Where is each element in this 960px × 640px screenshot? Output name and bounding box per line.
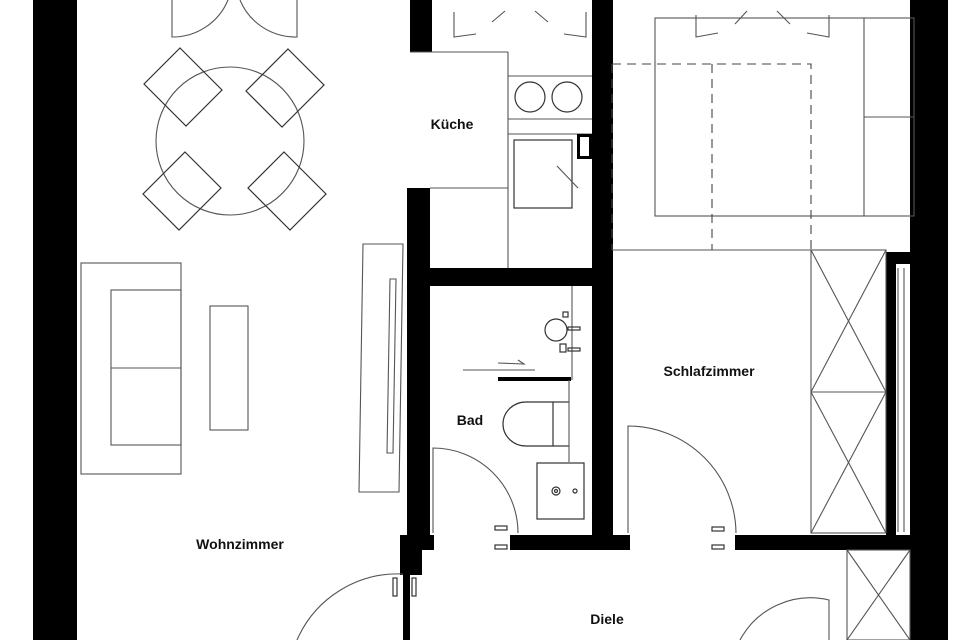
hall-wardrobe [846,549,911,640]
bedroom-wall-right-cap [886,252,912,264]
coffee-table [209,305,249,431]
door-bath [432,447,519,550]
tv-sideboard [358,243,404,493]
walls [33,0,948,640]
kitchen-bedroom-wall [592,0,613,540]
bath-hall-wall-b [510,535,630,550]
room-label-bad: Bad [456,412,484,428]
outer-wall-right [910,0,948,640]
double-bed [654,17,915,217]
kitchen-wall-upper [410,0,432,52]
kitchen-counter [507,75,592,268]
sofa [80,262,182,475]
wardrobe [810,249,887,534]
bedroom-wall-right [886,262,896,538]
wall-details [410,51,905,532]
balcony-door-living [171,0,298,38]
dining-chair [245,48,325,128]
kitchen-sink [513,134,592,209]
dining-chair [247,151,327,231]
door-bedroom [627,425,737,550]
dining-chair [142,151,222,231]
kitchen-wall-lower [407,188,430,538]
toilet [502,380,570,462]
nightstand-dashed-outline [611,63,886,251]
shower-screen [463,359,571,381]
room-label-diele: Diele [590,611,624,627]
room-label-wohnzimmer: Wohnzimmer [196,536,284,552]
kitchen-bath-wall [428,268,596,286]
hall-wall-left [400,535,422,575]
room-label-schlafzimmer: Schlafzimmer [663,363,755,379]
hall-wall-left-lower [403,575,410,640]
bedroom-hall-wall [735,535,910,550]
dining-table-round [155,66,305,216]
kitchen-window [453,10,587,38]
stove-two-burners [514,81,583,113]
shower-tray [536,462,585,520]
outer-wall-left [33,0,77,640]
bath-hall-wall-a [420,535,434,550]
dining-chair [143,47,223,127]
bedroom-window [695,10,830,38]
room-label-kueche: Küche [430,116,474,132]
washbasin [544,286,581,380]
door-entrance [739,597,830,640]
door-living-hall [296,573,417,640]
